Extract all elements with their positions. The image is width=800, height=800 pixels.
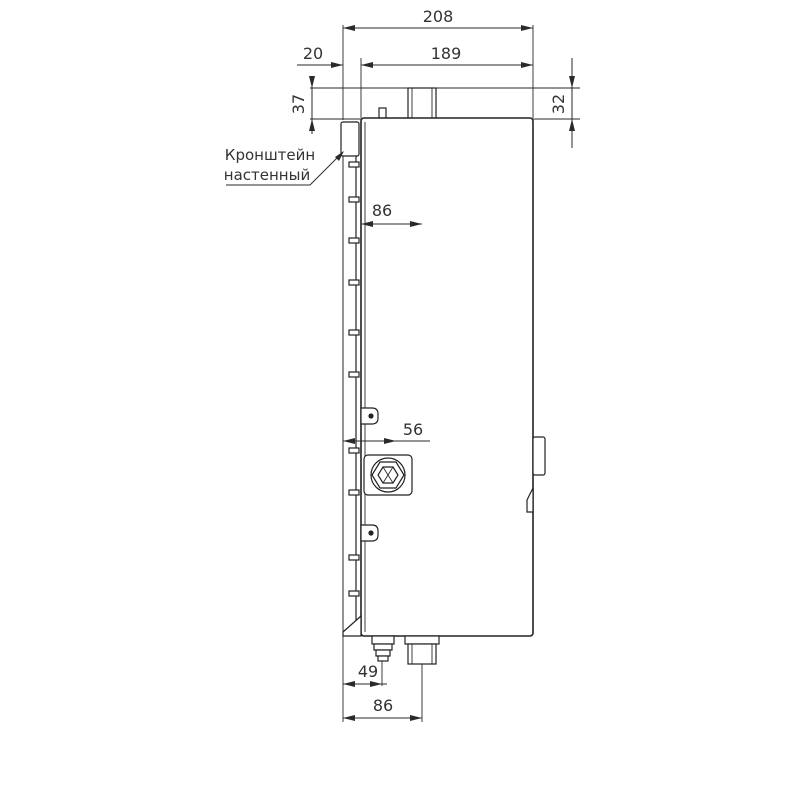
bracket-label-line1: Кронштейн <box>225 146 315 164</box>
dim-text-top-fitting-offset: 86 <box>372 201 392 220</box>
dim-text-top-fitting-height: 37 <box>289 94 308 114</box>
dimension-mid-fitting-offset: 56 <box>343 420 430 444</box>
bracket-label-line2: настенный <box>224 166 310 184</box>
dim-text-bracket-offset: 20 <box>303 44 323 63</box>
bottom-cable-gland <box>371 635 395 662</box>
mid-fitting <box>363 454 413 496</box>
lug-upper <box>360 407 379 425</box>
dimension-top-fitting-height: 37 <box>289 76 315 134</box>
bottom-fitting <box>404 635 440 665</box>
wall-bracket <box>340 121 362 637</box>
dimension-top-right-height: 32 <box>549 58 575 148</box>
dimension-bottom-fitting-offset: 86 <box>343 696 422 721</box>
mounting-lugs <box>360 407 379 542</box>
heater-body <box>360 117 534 637</box>
dim-text-overall-depth: 208 <box>423 7 454 26</box>
dim-text-mid-fitting-offset: 56 <box>403 420 423 439</box>
dim-text-top-right-height: 32 <box>549 94 568 114</box>
dimension-body-depth: 189 <box>361 44 533 68</box>
dimension-bottom-small-offset: 49 <box>343 662 387 687</box>
bracket-leader: Кронштейн настенный <box>224 146 344 186</box>
side-knob <box>526 436 546 513</box>
lug-lower <box>360 524 379 542</box>
dim-text-bottom-small-offset: 49 <box>358 662 378 681</box>
dimension-bracket-offset: 20 <box>297 44 372 68</box>
dimension-overall-depth: 208 <box>343 7 533 31</box>
dim-text-body-depth: 189 <box>431 44 462 63</box>
dimension-top-fitting-offset: 86 <box>361 201 422 227</box>
top-fitting <box>378 87 437 120</box>
dim-text-bottom-fitting-offset: 86 <box>373 696 393 715</box>
